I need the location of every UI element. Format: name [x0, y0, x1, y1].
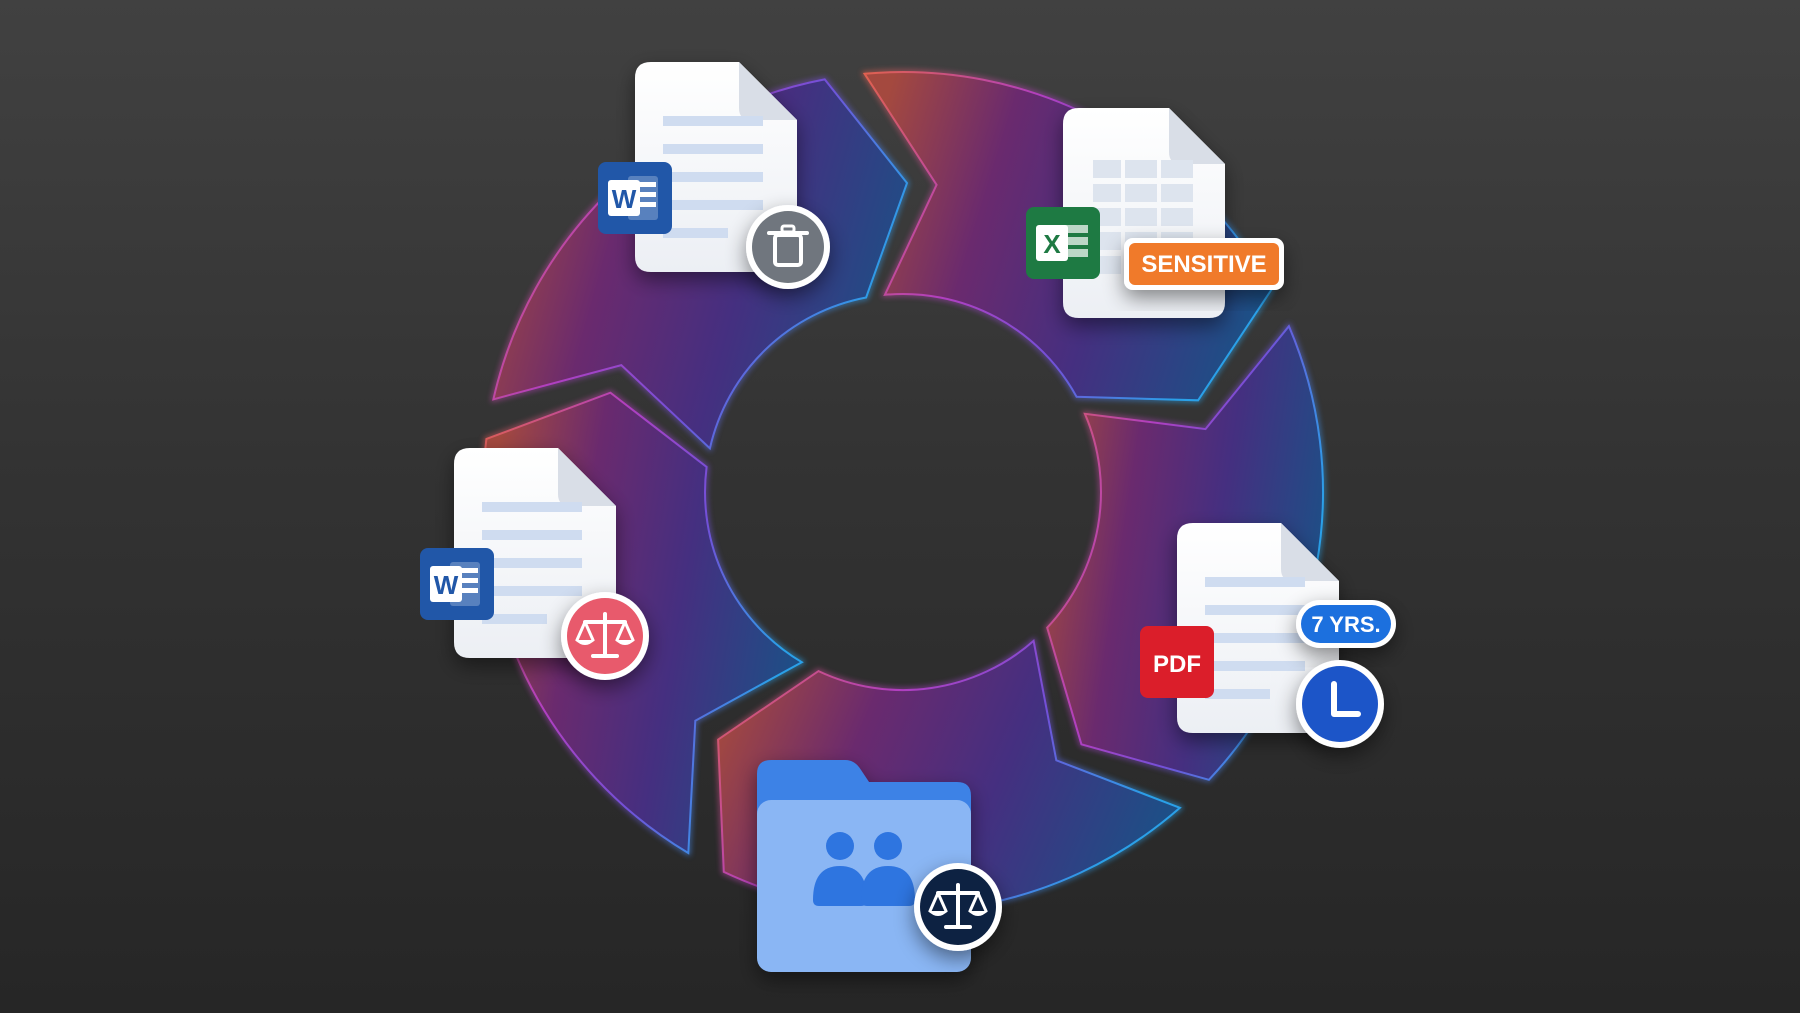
word-badge-letter: W — [434, 570, 459, 600]
scales-icon — [561, 592, 649, 680]
pdf-lines — [1205, 577, 1305, 699]
document-lines — [482, 502, 582, 624]
sensitive-label: SENSITIVE — [1141, 251, 1266, 278]
document-fold — [739, 62, 797, 120]
document-lines — [663, 116, 763, 238]
retention-badge: 7 YRS. — [1296, 600, 1396, 648]
word-file-icon: W — [420, 548, 494, 620]
scales-icon — [914, 863, 1002, 951]
document-fold — [558, 448, 616, 506]
excel-file-icon: X — [1026, 207, 1100, 279]
people-icon — [813, 832, 915, 906]
trash-icon — [746, 205, 830, 289]
excel-badge-letter: X — [1043, 229, 1061, 259]
word-badge-letter: W — [612, 184, 637, 214]
spreadsheet-fold — [1169, 108, 1225, 164]
clock-icon — [1296, 660, 1384, 748]
stage-shared-legal — [757, 760, 971, 972]
sensitive-badge: SENSITIVE — [1124, 238, 1284, 290]
pdf-file-icon: PDF — [1140, 626, 1214, 698]
word-file-icon: W — [598, 162, 672, 234]
pdf-badge-label: PDF — [1153, 651, 1201, 678]
pdf-fold — [1281, 523, 1339, 581]
retention-label: 7 YRS. — [1311, 612, 1380, 637]
stage-retain — [1177, 523, 1339, 733]
